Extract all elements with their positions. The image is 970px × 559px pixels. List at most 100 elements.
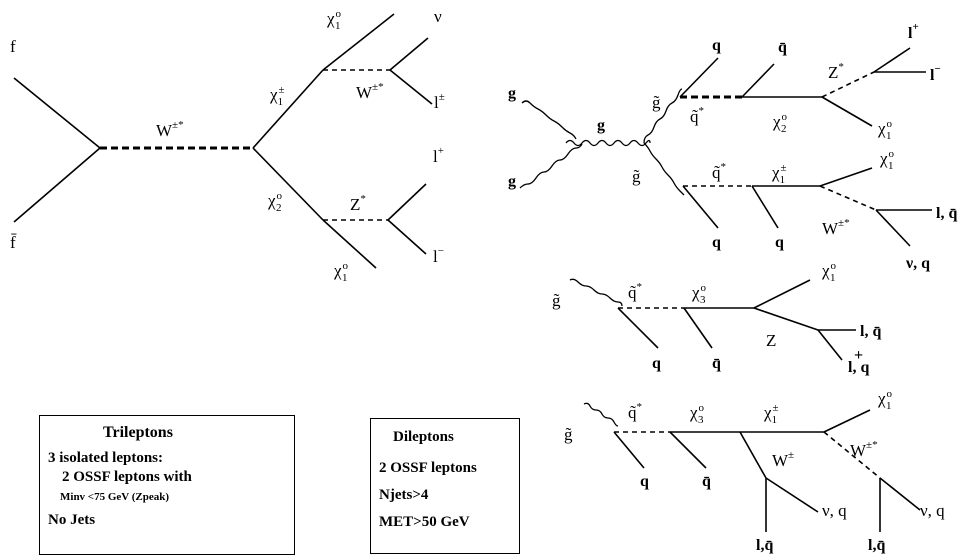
label-gluino-bottom: g̃ <box>632 167 641 186</box>
label-q: q <box>652 355 661 372</box>
fermion-line-bottom <box>13 147 101 223</box>
trileptons-title: Trileptons <box>103 424 173 441</box>
label-squark: q̃* <box>628 281 642 302</box>
w-star-line <box>823 431 881 479</box>
z-line <box>753 307 819 331</box>
chi1-0-line <box>823 409 871 433</box>
gluino-in-w <box>583 402 619 427</box>
lepton-plus-line <box>387 183 427 221</box>
gluon-in-top <box>521 100 577 140</box>
dileptons-title: Dileptons <box>393 429 454 445</box>
label-g-mid: g <box>597 117 605 134</box>
label-nu-q-1: ν, q <box>822 501 847 520</box>
z-star-line-top <box>821 71 875 98</box>
dileptons-box: Dileptons 2 OSSF leptons Njets>4 MET>50 … <box>370 418 520 554</box>
label-w-bottom: W±* <box>822 217 850 238</box>
label-nu-q: ν, q <box>905 255 930 272</box>
fermion-line-top <box>13 77 101 149</box>
l-q-line <box>817 329 843 361</box>
label-gluino: g̃ <box>552 291 561 310</box>
label-g1: g <box>508 85 516 102</box>
chi1-0-line-top <box>322 13 395 71</box>
dileptons-line2: Njets>4 <box>379 487 429 503</box>
trileptons-line2: 2 OSSF leptons with <box>62 469 192 485</box>
qbar-line <box>683 307 713 349</box>
label-l-qbar: l, q̄ <box>936 205 957 222</box>
label-nu-q-2: ν, q <box>920 501 945 520</box>
dileptons-line1: 2 OSSF leptons <box>379 460 477 476</box>
label-l-minus: l− <box>930 63 941 84</box>
chi1-0-line-bottom <box>322 219 377 269</box>
label-q-top: q <box>712 37 721 54</box>
label-z-star: Z* <box>350 193 366 214</box>
label-l-plus: l+ <box>908 21 919 42</box>
l-plus-line <box>873 47 911 73</box>
label-chi1-pm: χ±1 <box>269 84 285 108</box>
dileptons-line3: MET>50 GeV <box>379 514 470 530</box>
label-l-q-sup: + <box>854 347 863 364</box>
label-lepton-plus: l+ <box>433 145 444 166</box>
chi1-0-line <box>753 279 811 309</box>
gluon-in-bottom <box>519 143 583 189</box>
trileptons-line4: No Jets <box>48 512 96 528</box>
label-w-mid: W± <box>772 449 794 470</box>
q-line-bottom-2 <box>751 185 779 229</box>
nu-q-line-1 <box>765 477 819 513</box>
qbar-line <box>669 431 707 469</box>
label-gluino-top: g̃ <box>652 93 661 112</box>
label-w-right: W±* <box>850 439 878 460</box>
lepton-minus-line <box>387 219 427 255</box>
trileptons-line3: Minv <75 GeV (Zpeak) <box>60 491 170 503</box>
w-mid-line <box>739 431 767 479</box>
q-line-top <box>679 57 719 98</box>
label-q: q <box>640 473 649 490</box>
label-q-b: q <box>775 234 784 251</box>
label-g2: g <box>508 173 516 190</box>
label-w-decay: W±* <box>356 81 384 102</box>
chi1-0-line-bottom <box>819 167 873 187</box>
label-fbar: f̄ <box>10 233 17 252</box>
label-chi1-pm: χ±1 <box>771 162 787 186</box>
label-qbar-top: q̄ <box>778 39 787 56</box>
label-qbar: q̄ <box>702 473 711 490</box>
label-w-boson: W±* <box>156 119 184 140</box>
label-squark-top: q̃* <box>690 105 704 126</box>
label-lepton-minus: l− <box>433 245 444 266</box>
label-z: Z <box>766 331 776 350</box>
nu-q-line-2 <box>879 477 921 511</box>
label-q-a: q <box>712 234 721 251</box>
label-l-q: l, q <box>848 359 869 376</box>
nu-line <box>389 37 429 71</box>
label-squark-bottom: q̃* <box>712 161 726 182</box>
gluino-bottom <box>643 142 685 196</box>
trileptons-line1: 3 isolated leptons: <box>48 450 164 466</box>
q-line-bottom <box>682 185 719 229</box>
label-l-qbar-2: l,q̄ <box>868 537 885 554</box>
label-l-qbar: l, q̄ <box>860 323 881 340</box>
label-gluino: g̃ <box>564 425 573 444</box>
label-f: f <box>10 37 16 56</box>
q-line <box>617 307 659 349</box>
gluino-top <box>643 88 683 144</box>
qbar-line-top <box>741 63 775 98</box>
label-nu: ν <box>434 7 442 26</box>
label-z-top: Z* <box>828 61 844 82</box>
label-l-qbar-1: l,q̄ <box>756 537 773 554</box>
label-qbar: q̄ <box>712 355 721 372</box>
gluino-in-z <box>569 278 623 307</box>
trileptons-box: Trileptons 3 isolated leptons: 2 OSSF le… <box>39 415 295 555</box>
q-line <box>613 431 645 469</box>
chi1-pm-line <box>252 69 324 149</box>
